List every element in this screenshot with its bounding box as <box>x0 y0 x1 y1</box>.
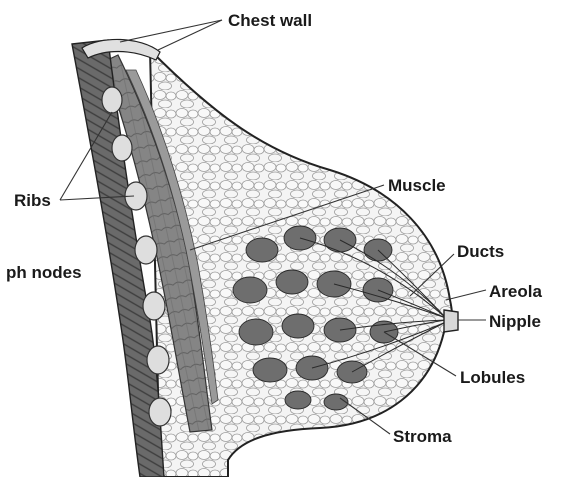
nipple-shape <box>444 310 458 332</box>
label-lymph-nodes: ph nodes <box>6 264 82 281</box>
label-muscle: Muscle <box>388 177 446 194</box>
leader-chest-wall-2 <box>158 20 222 50</box>
rib <box>149 398 171 426</box>
rib <box>102 87 122 113</box>
rib <box>112 135 132 161</box>
label-stroma: Stroma <box>393 428 452 445</box>
label-ducts: Ducts <box>457 243 504 260</box>
leader-areola <box>446 290 486 300</box>
label-lobules: Lobules <box>460 369 525 386</box>
leader-chest-wall <box>120 20 222 42</box>
label-ribs: Ribs <box>14 192 51 209</box>
rib <box>143 292 165 320</box>
rib <box>147 346 169 374</box>
label-areola: Areola <box>489 283 542 300</box>
label-chest-wall: Chest wall <box>228 12 312 29</box>
rib <box>135 236 157 264</box>
label-nipple: Nipple <box>489 313 541 330</box>
